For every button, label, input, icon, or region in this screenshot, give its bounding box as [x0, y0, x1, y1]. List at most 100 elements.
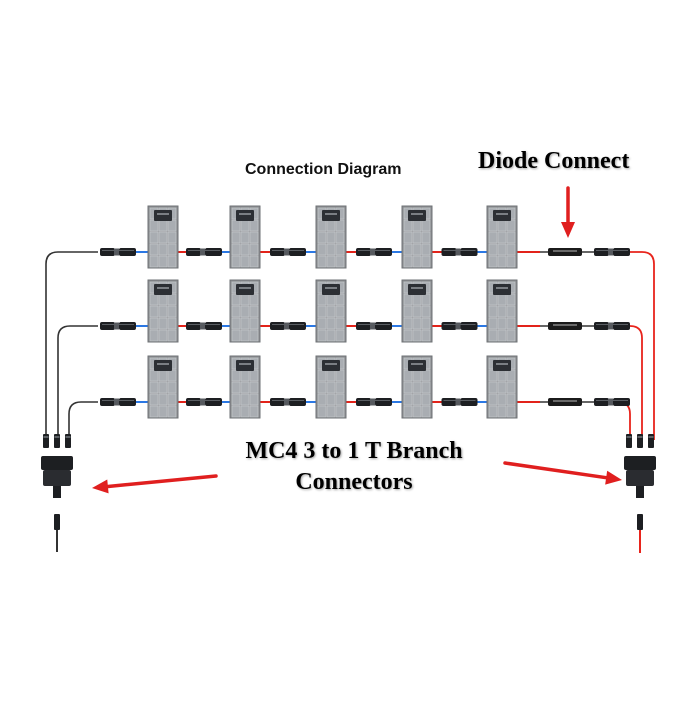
junction-box-label [239, 213, 251, 215]
junction-box-label [325, 363, 337, 365]
arrow-head [92, 479, 109, 494]
branch-plug-ring [648, 436, 654, 438]
panel-cell [317, 329, 327, 342]
panel-cell [412, 255, 422, 268]
junction-box [236, 210, 254, 221]
panel-cell [249, 293, 259, 306]
panel-cell [149, 329, 159, 342]
junction-box-label [239, 363, 251, 365]
panel-cell [158, 293, 168, 306]
solar-panel [401, 279, 433, 343]
mc4-connector-pair [100, 248, 136, 256]
panel-cell [167, 405, 177, 418]
mc4-female-half [119, 248, 136, 256]
junction-box [493, 210, 511, 221]
panel-cell [240, 317, 250, 330]
junction-box [493, 360, 511, 371]
panel-cell [335, 329, 345, 342]
negative-branch-connector [41, 434, 73, 530]
panel-cell [317, 381, 327, 394]
panel-cell [249, 381, 259, 394]
arrow-head [605, 470, 622, 485]
negative-home-run-wire [45, 251, 98, 440]
panel-cell [403, 329, 413, 342]
mc4-coupling-ring [284, 398, 289, 406]
mc4-female-half [460, 322, 478, 330]
branch-plug-ring [43, 436, 49, 438]
panel-cell [506, 381, 516, 394]
mc4-coupling-ring [455, 398, 461, 406]
panel-cell [317, 255, 327, 268]
panel-cell [158, 231, 168, 244]
panel-cell [421, 393, 431, 406]
mc4-connector-pair [100, 322, 136, 330]
panel-cell [167, 393, 177, 406]
panel-cell [506, 219, 516, 232]
mc4-female-half [119, 398, 136, 406]
negative-home-run-wire [57, 325, 98, 440]
panel-cell [167, 255, 177, 268]
panel-cell [317, 231, 327, 244]
panel-cell [421, 219, 431, 232]
branch-output-plug [637, 514, 643, 530]
positive-home-run-wire [602, 401, 631, 440]
panel-cell [412, 243, 422, 256]
junction-box-label [411, 363, 423, 365]
mc4-coupling-ring [284, 322, 289, 330]
junction-box [154, 284, 172, 295]
junction-box [236, 360, 254, 371]
mc4-coupling-ring [114, 398, 119, 406]
panel-cell [497, 243, 507, 256]
panel-cell [488, 243, 498, 256]
panel-cell [497, 293, 507, 306]
panel-cell [506, 255, 516, 268]
panel-cell [158, 243, 168, 256]
mc4-coupling-ring [608, 248, 613, 256]
panel-cell [231, 381, 241, 394]
panel-cell [403, 305, 413, 318]
panel-cell [488, 405, 498, 418]
panel-cell [335, 393, 345, 406]
mc4-output-connector [594, 398, 630, 406]
panel-cell [231, 405, 241, 418]
panel-cell [249, 305, 259, 318]
panel-cell [403, 243, 413, 256]
mc4-connector-pair [270, 322, 306, 330]
panel-cell [497, 381, 507, 394]
mc4-coupling-ring [284, 248, 289, 256]
junction-box [154, 360, 172, 371]
panel-cell [506, 393, 516, 406]
junction-box-label [411, 287, 423, 289]
panel-cell [249, 369, 259, 382]
mc4-coupling-ring [608, 322, 613, 330]
mc4-coupling-ring [200, 398, 205, 406]
diagram-title: Connection Diagram [245, 161, 402, 178]
mc4-male-half [441, 398, 457, 406]
panel-cell [403, 381, 413, 394]
branch-connectors-label: MC4 3 to 1 T Branch Connectors [218, 436, 490, 498]
panel-cell [488, 393, 498, 406]
diode-arrow [561, 186, 575, 238]
arrow-head [561, 222, 575, 238]
mc4-output-connector [594, 248, 630, 256]
panel-cell [335, 405, 345, 418]
panel-cell [506, 231, 516, 244]
mc4-male-half [270, 322, 285, 330]
panel-cell [158, 329, 168, 342]
panel-cell [403, 405, 413, 418]
panel-cell [412, 329, 422, 342]
panel-cell [421, 381, 431, 394]
junction-box-label [496, 287, 508, 289]
solar-panel [229, 279, 261, 343]
panel-cell [335, 293, 345, 306]
panel-cell [149, 243, 159, 256]
panel-cell [497, 317, 507, 330]
panel-cell [240, 393, 250, 406]
branch-plug-ring [54, 436, 60, 438]
panel-cell [335, 369, 345, 382]
panel-cell [240, 231, 250, 244]
panel-cell [412, 317, 422, 330]
positive-home-run-wire [602, 251, 655, 440]
panel-cell [249, 243, 259, 256]
panel-cell [335, 231, 345, 244]
